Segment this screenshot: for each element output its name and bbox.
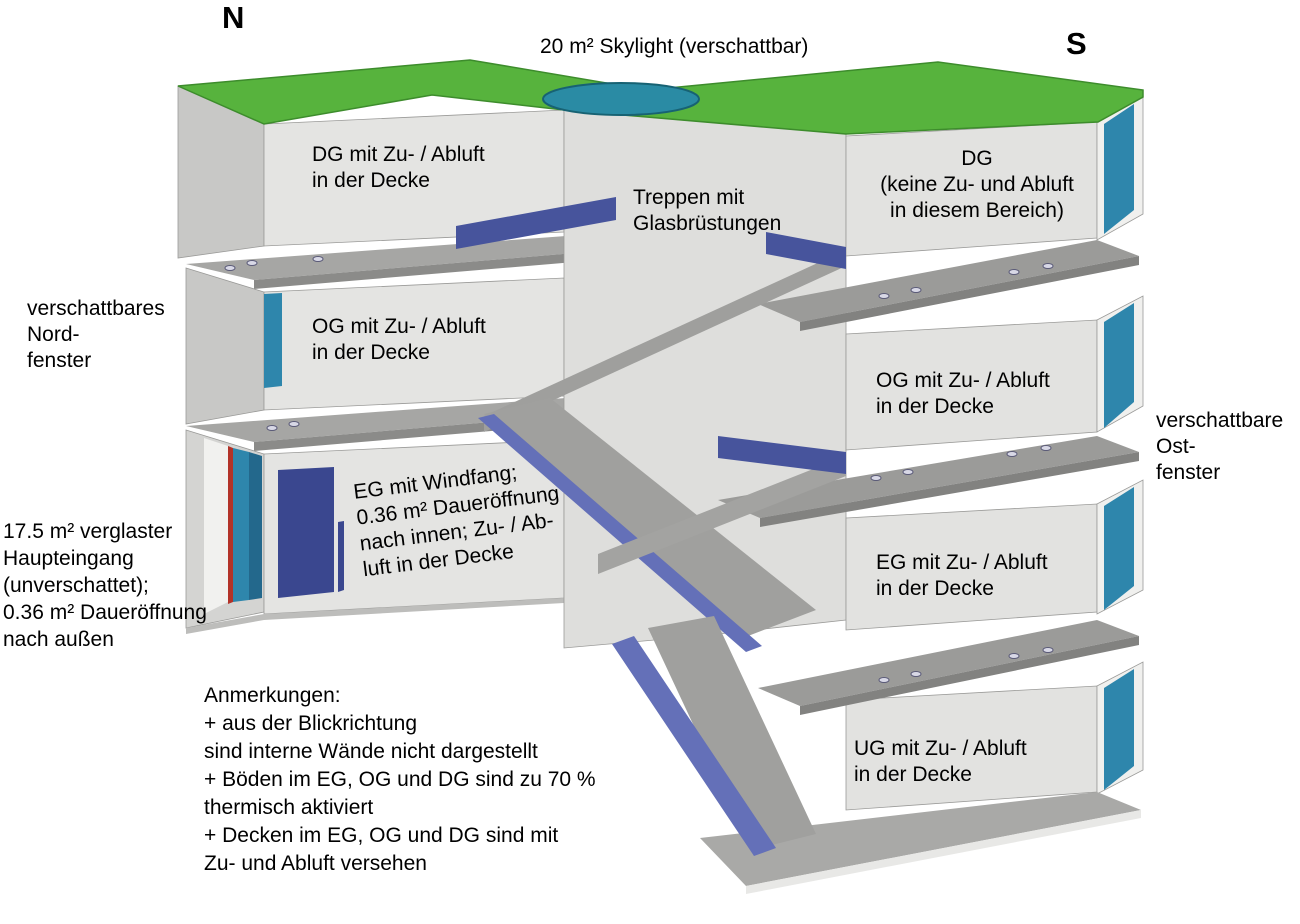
label-line: verschattbare — [1156, 409, 1284, 432]
compass-south: S — [1066, 26, 1087, 61]
label-line: nach außen — [3, 628, 114, 651]
label-line: DG mit Zu- / Abluft — [312, 143, 485, 166]
label-line: UG mit Zu- / Abluft — [854, 737, 1027, 760]
windfang-door-post — [338, 521, 344, 592]
label-line: Treppen mit — [633, 186, 745, 209]
floor-slab-north-a-edge — [254, 248, 634, 289]
label-line: fenster — [27, 349, 92, 372]
label-line: fenster — [1156, 461, 1221, 484]
label-line: sind interne Wände nicht dargestellt — [204, 740, 538, 763]
entrance-glazing — [204, 438, 228, 614]
floor-slab-south-eg — [758, 620, 1139, 715]
windfang-door — [278, 467, 334, 598]
label-line: + Böden im EG, OG und DG sind zu 70 % — [204, 768, 596, 791]
label-line: verschattbares — [27, 297, 165, 320]
north-window-glass — [264, 293, 282, 388]
label-line: in der Decke — [876, 395, 994, 418]
main-entrance-label: 17.5 m² verglaster Haupteingang (unversc… — [3, 518, 207, 653]
label-line: Haupteingang — [3, 547, 134, 570]
label-line: in diesem Bereich) — [890, 199, 1064, 222]
label-line: OG mit Zu- / Abluft — [312, 315, 486, 338]
vent-holes — [870, 445, 1052, 481]
north-side-wall-og — [185, 267, 265, 425]
south-block — [718, 96, 1144, 811]
stair-flight-lower — [648, 616, 816, 850]
label-line: in der Decke — [312, 341, 430, 364]
label-line: OG mit Zu- / Abluft — [876, 369, 1050, 392]
label-line: 0.36 m² Daueröffnung — [3, 601, 207, 624]
ground-slab — [700, 792, 1141, 886]
east-window-ug — [1104, 669, 1134, 790]
floor-slab-south-dg — [758, 240, 1139, 331]
compass-north: N — [222, 0, 245, 35]
north-block — [177, 85, 634, 634]
label-line: in der Decke — [312, 169, 430, 192]
label-line: Nord- — [27, 323, 80, 346]
label-line: DG — [961, 147, 993, 170]
glass-balustrade-lower — [612, 636, 776, 856]
skylight-opening — [542, 82, 700, 116]
dg-north-label: DG mit Zu- / Abluft in der Decke — [312, 142, 485, 194]
glass-balustrade-middle — [478, 414, 762, 652]
roof — [177, 59, 1144, 135]
og-south-label: OG mit Zu- / Abluft in der Decke — [876, 368, 1050, 420]
north-block-base-edge — [186, 598, 564, 634]
label-line: (keine Zu- und Abluft — [880, 173, 1074, 196]
vent-holes — [878, 647, 1054, 683]
east-window-og — [1104, 303, 1134, 428]
east-window-dg — [1104, 104, 1134, 234]
notes-label: Anmerkungen: + aus der Blickrichtung sin… — [204, 682, 596, 878]
label-line: EG mit Zu- / Abluft — [876, 551, 1048, 574]
floor-slab-south-og — [718, 436, 1139, 527]
north-window-label: verschattbares Nord- fenster — [27, 296, 165, 374]
label-line: Glasbrüstungen — [633, 212, 782, 235]
label-line: thermisch aktiviert — [204, 796, 374, 819]
staircase — [456, 197, 846, 652]
entrance-red-frame — [228, 446, 233, 604]
og-north-label: OG mit Zu- / Abluft in der Decke — [312, 314, 486, 366]
entrance-glass-strip-dark — [249, 452, 262, 600]
vent-holes — [878, 263, 1054, 299]
stairs-label: Treppen mit Glasbrüstungen — [633, 185, 781, 237]
vent-holes — [266, 421, 300, 431]
stair-flight-upper — [484, 250, 846, 432]
label-line: Ost- — [1156, 435, 1196, 458]
label-line: (unverschattet); — [3, 574, 149, 597]
label-line: in der Decke — [876, 577, 994, 600]
label-line: in der Decke — [854, 763, 972, 786]
east-window-eg — [1104, 487, 1134, 610]
stair-flight-cross — [598, 456, 846, 574]
label-line: Zu- und Abluft versehen — [204, 852, 427, 875]
label-line: + aus der Blickrichtung — [204, 712, 418, 735]
ground-slab-edge — [746, 810, 1141, 894]
glass-balustrade-og-south — [718, 436, 846, 474]
basement-level — [612, 616, 1141, 894]
floor-slab-north-a — [186, 236, 634, 280]
label-line: 17.5 m² verglaster — [3, 520, 173, 543]
eg-south-label: EG mit Zu- / Abluft in der Decke — [876, 550, 1048, 602]
ug-south-label: UG mit Zu- / Abluft in der Decke — [854, 736, 1027, 788]
stair-flight-middle — [484, 398, 816, 636]
label-line: + Decken im EG, OG und DG sind mit — [204, 824, 559, 847]
label-line: Anmerkungen: — [204, 684, 341, 707]
entrance-glass-strip — [233, 448, 249, 602]
skylight-label: 20 m² Skylight (verschattbar) — [540, 35, 809, 58]
dg-south-label: DG (keine Zu- und Abluft in diesem Berei… — [842, 146, 1112, 224]
glass-balustrade-dg-north — [456, 197, 616, 249]
glass-balustrade-dg-south — [766, 232, 846, 269]
vent-holes — [224, 256, 324, 271]
east-window-label: verschattbare Ost- fenster — [1156, 408, 1283, 486]
